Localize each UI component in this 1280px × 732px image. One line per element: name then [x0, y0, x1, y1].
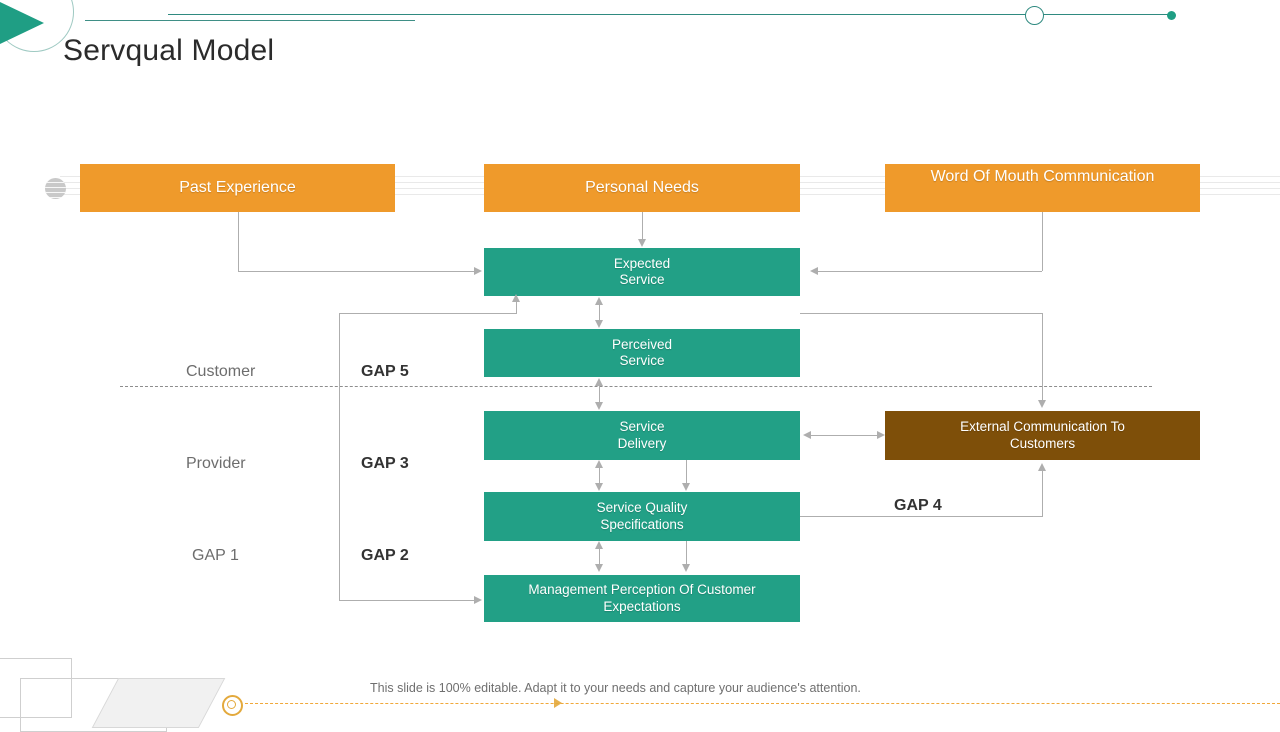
- arrowhead-left-delivery: [803, 431, 811, 439]
- arrowhead-gap4-to-external: [1037, 463, 1046, 471]
- arrowhead-wom-to-expected: [810, 267, 818, 275]
- page-title: Servqual Model: [63, 34, 275, 67]
- arrowhead-down-management: [594, 564, 603, 572]
- arrowhead-up-expected: [594, 297, 603, 305]
- label-gap-1: GAP 1: [192, 547, 239, 564]
- connector-gap5-top: [339, 313, 516, 314]
- footer-ring-icon: [222, 695, 243, 716]
- box-label: Past Experience: [179, 179, 296, 197]
- box-label: Personal Needs: [585, 179, 699, 197]
- mid-rule-lines-2: [800, 176, 888, 204]
- footer-rect-decoration-1: [0, 658, 72, 718]
- connector-delivery-spec: [599, 465, 600, 488]
- connector-delivery-external: [809, 435, 877, 436]
- connector-wom-horizontal: [818, 271, 1042, 272]
- arrowhead-gap2-to-management: [474, 596, 482, 604]
- mid-rule-lines: [395, 176, 487, 204]
- label-customer: Customer: [186, 363, 256, 380]
- header-secondary-rule: [85, 20, 415, 21]
- connector-expected-perceived: [599, 302, 600, 325]
- connector-right-bracket-vertical: [1042, 313, 1043, 401]
- label-gap-3: GAP 3: [361, 455, 409, 472]
- connector-perceived-delivery: [599, 383, 600, 407]
- box-personal-needs[interactable]: Personal Needs: [484, 164, 800, 212]
- globe-icon: [45, 178, 66, 199]
- connector-gap4-vertical: [1042, 470, 1043, 516]
- connector-spec-management: [599, 546, 600, 569]
- arrowhead-past-to-expected: [474, 267, 482, 275]
- arrowhead-down-perceived: [594, 320, 603, 328]
- label-provider: Provider: [186, 455, 246, 472]
- arrowhead-up-delivery: [594, 460, 603, 468]
- connector-gap2-bottom: [339, 600, 476, 601]
- connector-gap4-horizontal: [800, 516, 1043, 517]
- arrowhead-needs-to-expected: [637, 239, 646, 247]
- label-gap-2: GAP 2: [361, 547, 409, 564]
- header-circle-marker-icon: [1025, 6, 1044, 25]
- header-dot-marker-icon: [1167, 11, 1176, 20]
- label-gap-4: GAP 4: [894, 497, 942, 514]
- arrowhead-up-perceived: [594, 378, 603, 386]
- arrowhead-down-management-2: [681, 564, 690, 572]
- arrowhead-down-spec-2: [681, 483, 690, 491]
- box-label: Word Of Mouth Communication: [930, 168, 1155, 185]
- play-triangle-icon: [0, 2, 44, 44]
- footer-arrow-icon: [554, 698, 562, 708]
- arrowhead-gap5-to-expected: [511, 294, 520, 302]
- label-gap-5: GAP 5: [361, 363, 409, 380]
- arrowhead-down-delivery: [594, 402, 603, 410]
- connector-right-bracket-top: [800, 313, 1043, 314]
- arrowhead-up-spec: [594, 541, 603, 549]
- box-past-experience[interactable]: Past Experience: [80, 164, 395, 212]
- connector-past-vertical: [238, 212, 239, 271]
- connector-spec-management-2: [686, 541, 687, 566]
- box-word-of-mouth[interactable]: Word Of Mouth Communication: [885, 164, 1200, 212]
- connector-needs-vertical: [642, 212, 643, 240]
- footer-dashed-line: [245, 703, 1280, 704]
- connector-delivery-spec-2: [686, 460, 687, 484]
- arrowhead-right-external: [877, 431, 885, 439]
- connector-gap5-stub: [516, 301, 517, 314]
- customer-provider-divider: [120, 386, 1152, 387]
- connector-gap5-vertical: [339, 313, 340, 601]
- right-rule-lines: [1195, 176, 1280, 204]
- header-rule: [168, 14, 1173, 15]
- arrowhead-down-spec: [594, 483, 603, 491]
- arrowhead-down-external: [1037, 400, 1046, 408]
- connector-wom-vertical: [1042, 212, 1043, 271]
- connector-past-horizontal: [238, 271, 476, 272]
- footer-note: This slide is 100% editable. Adapt it to…: [370, 681, 861, 695]
